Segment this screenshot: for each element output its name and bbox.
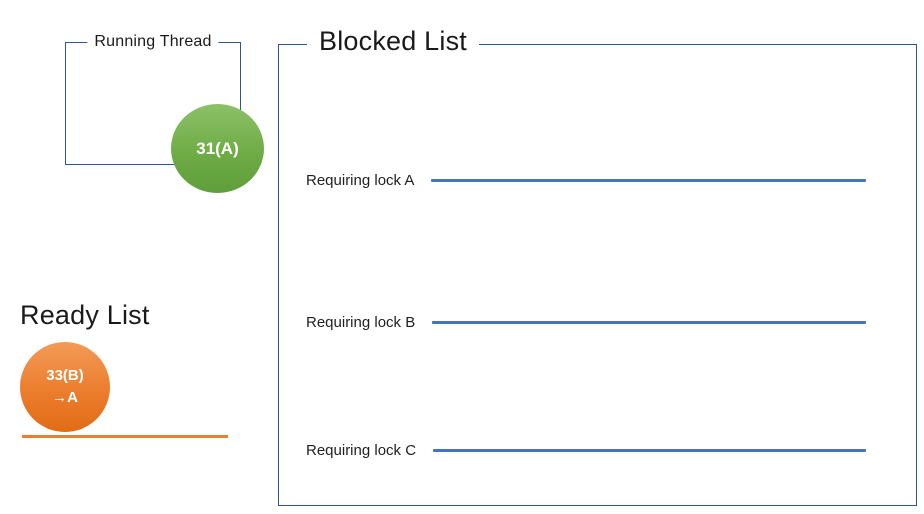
- blocked-list-box: Blocked List: [278, 26, 917, 506]
- blocked-row-label: Requiring lock C: [306, 441, 417, 459]
- blocked-row-lock-b: Requiring lock B: [306, 311, 866, 333]
- running-thread-box: Running Thread 31(A): [65, 33, 264, 193]
- running-thread-title: Running Thread: [87, 33, 219, 52]
- ready-thread-circle-label-line2: →A: [52, 389, 78, 406]
- ready-thread-circle: 33(B) →A: [20, 342, 110, 432]
- blocked-row-label: Requiring lock A: [306, 171, 415, 189]
- ready-list-title: Ready List: [20, 300, 150, 330]
- blocked-row-lock-a: Requiring lock A: [306, 169, 866, 191]
- lock-c-queue-line: [433, 448, 866, 452]
- blocked-list-title: Blocked List: [307, 26, 479, 57]
- ready-list-queue-line: [22, 435, 228, 438]
- ready-thread-circle-label-line1: 33(B): [46, 367, 84, 385]
- lock-b-queue-line: [432, 320, 866, 324]
- lock-a-queue-line: [431, 178, 866, 182]
- running-thread-circle-label: 31(A): [196, 138, 239, 158]
- blocked-row-label: Requiring lock B: [306, 313, 416, 331]
- running-thread-circle: 31(A): [171, 104, 264, 193]
- blocked-row-lock-c: Requiring lock C: [306, 439, 866, 461]
